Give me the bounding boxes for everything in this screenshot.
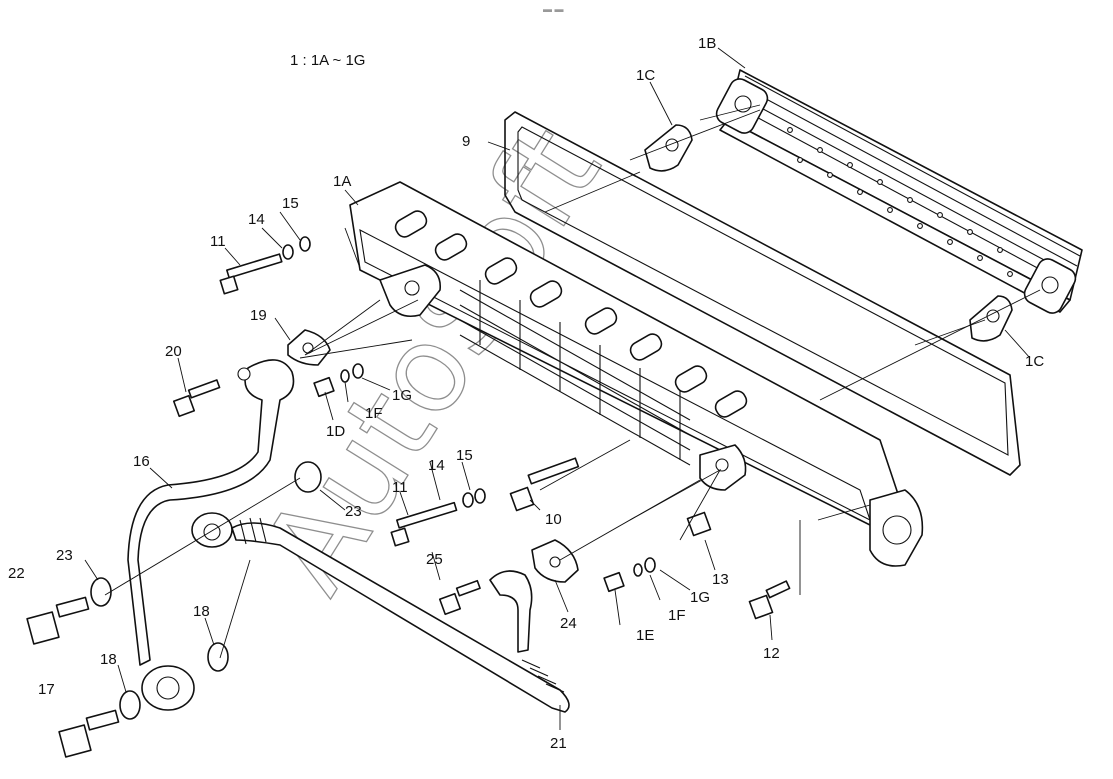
- label-18-upper: 18: [193, 603, 210, 620]
- bolt-17: [58, 709, 120, 758]
- bolt-22: [26, 596, 90, 645]
- cooler-housing-1A: [349, 181, 924, 567]
- label-21: 21: [550, 735, 567, 752]
- label-24: 24: [560, 615, 577, 632]
- bolt-13: [686, 511, 712, 537]
- label-1C-bottom: 1C: [1025, 353, 1044, 370]
- label-1B: 1B: [698, 35, 716, 52]
- label-23-left: 23: [56, 547, 73, 564]
- top-mark: ▬ ▬: [543, 4, 564, 14]
- bolt-25: [438, 579, 481, 616]
- gasket-9: [504, 111, 1021, 476]
- label-17: 17: [38, 681, 55, 698]
- pipe-16: [127, 359, 295, 711]
- label-14-mid: 14: [428, 457, 445, 474]
- cooler-core-1B: [715, 69, 1083, 314]
- gasket-1C-top: [644, 124, 693, 172]
- label-11-top: 11: [210, 233, 226, 250]
- label-20: 20: [165, 343, 182, 360]
- label-10: 10: [545, 511, 562, 528]
- label-1E: 1E: [636, 627, 654, 644]
- washers: [90, 236, 656, 720]
- label-12: 12: [763, 645, 780, 662]
- label-1G-left: 1G: [392, 387, 412, 404]
- label-1C-top: 1C: [636, 67, 655, 84]
- label-11-mid: 11: [392, 479, 408, 496]
- part-labels: 1B 1C 9 1A 15 14 11 19 20 1C 1G 1F 1D 16…: [8, 35, 1044, 752]
- label-18-lower: 18: [100, 651, 117, 668]
- label-13: 13: [712, 571, 729, 588]
- gasket-19: [287, 329, 331, 366]
- label-9: 9: [462, 133, 470, 150]
- pipe-21: [231, 517, 570, 713]
- label-1F-right: 1F: [668, 607, 686, 624]
- bolt-10: [509, 457, 580, 512]
- gasket-24: [531, 539, 579, 583]
- label-14-top: 14: [248, 211, 265, 228]
- pipe-corrugation: [239, 517, 565, 693]
- label-15-top: 15: [282, 195, 299, 212]
- label-19: 19: [250, 307, 267, 324]
- label-25: 25: [426, 551, 443, 568]
- bolt-1E: [603, 571, 625, 593]
- label-22: 22: [8, 565, 25, 582]
- core-holes: [787, 127, 1013, 277]
- label-23-mid: 23: [345, 503, 362, 520]
- housing-bosses: [394, 210, 748, 418]
- label-1A: 1A: [333, 173, 351, 190]
- leader-lines: [84, 47, 1041, 730]
- label-1G-right: 1G: [690, 589, 710, 606]
- bolt-11-top: [219, 253, 283, 295]
- bolt-12: [748, 580, 791, 620]
- bolt-1D: [313, 376, 335, 398]
- figure-caption: 1 : 1A ~ 1G: [290, 52, 365, 69]
- gasket-1C-bottom: [969, 295, 1013, 342]
- housing-ribs: [459, 280, 691, 466]
- label-1F-left: 1F: [365, 405, 383, 422]
- bolt-20: [172, 379, 221, 418]
- bolt-11-mid: [390, 501, 458, 547]
- label-15-mid: 15: [456, 447, 473, 464]
- label-1D: 1D: [326, 423, 345, 440]
- label-16: 16: [133, 453, 150, 470]
